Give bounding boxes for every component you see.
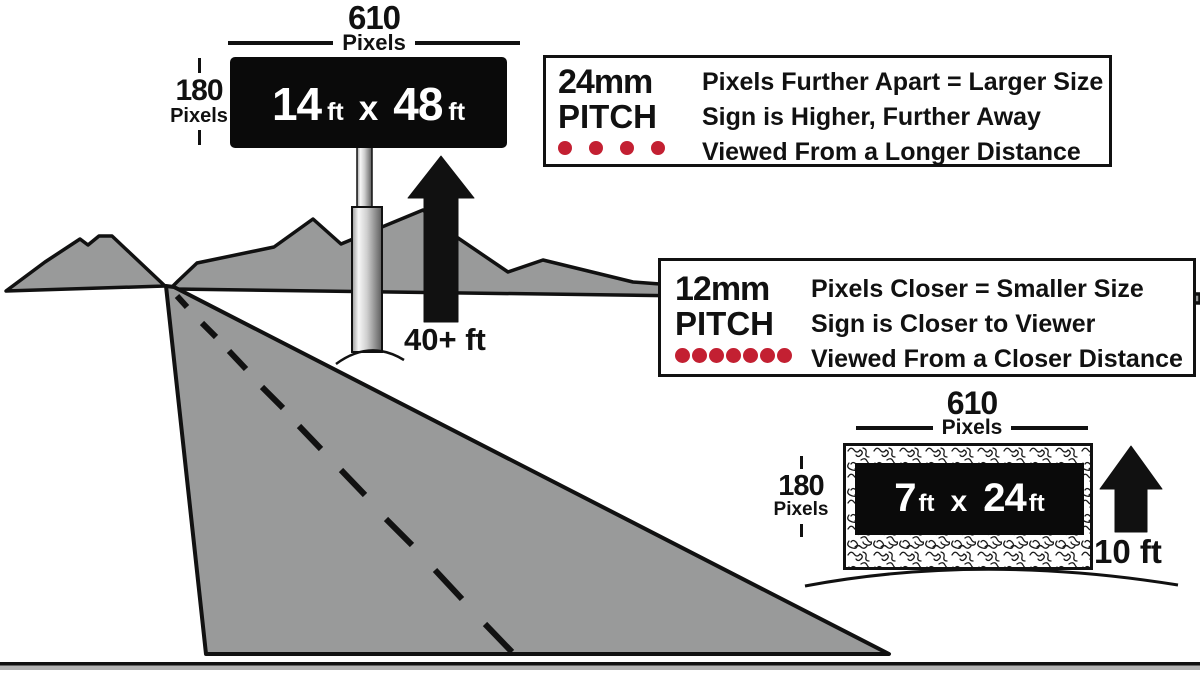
dimension-line-right [1011, 426, 1088, 430]
top-sign-height-dimension: 180 Pixels [168, 58, 230, 145]
dimension-tick-top [799, 456, 803, 469]
up-arrow-icon-short [1099, 445, 1163, 533]
sign-length-ft: 24 [983, 476, 1026, 520]
pitch-dot-icon [675, 348, 690, 363]
pitch-size-label: 24mm [558, 63, 653, 101]
dimension-tick-bottom [197, 130, 201, 145]
pitch-line: Sign is Closer to Viewer [811, 310, 1096, 338]
pitch-dots-spaced [558, 141, 682, 155]
billboard-pole-upper [356, 146, 373, 211]
pitch-word-label: PITCH [558, 98, 657, 135]
pitch-24mm-description: Pixels Further Apart = Larger Size Sign … [702, 65, 1103, 170]
sign-ft-unit-2: ft [448, 98, 466, 126]
height-pixels-value: 180 [778, 470, 824, 502]
up-arrow-icon-tall [407, 155, 475, 323]
sign-ft-unit-2: ft [1028, 490, 1045, 517]
pitch-line: Viewed From a Longer Distance [702, 138, 1081, 166]
pitch-line: Pixels Closer = Smaller Size [811, 275, 1144, 303]
pitch-dots-touching [675, 348, 794, 363]
bottom-sign-width-dimension: 610 Pixels [856, 385, 1088, 440]
sign-width-ft: 7 [894, 476, 916, 520]
pole-base-ground-curve [335, 349, 405, 366]
billboard-sign-face: 14 ft x 48 ft [230, 57, 507, 148]
small-billboard-sign-face: 7 ft x 24 ft [855, 463, 1084, 535]
road [164, 284, 891, 656]
pitch-dot-icon [726, 348, 741, 363]
bottom-ground-shade [0, 665, 1200, 670]
sign-ft-unit: ft [918, 490, 935, 517]
width-pixels-value: 610 [946, 385, 998, 421]
sign-ft-unit: ft [327, 98, 344, 126]
pitch-dot-icon [743, 348, 758, 363]
top-sign-width-dimension: 610 Pixels [228, 0, 521, 55]
pitch-line: Viewed From a Closer Distance [811, 345, 1183, 373]
sign-x-separator: x [950, 485, 968, 518]
height-pixels-unit: Pixels [773, 499, 829, 520]
pitch-dot-icon [692, 348, 707, 363]
textured-sign-frame: 7 ft x 24 ft [843, 443, 1093, 570]
pitch-box-24mm: 24mm PITCH Pixels Further Apart = Larger… [543, 55, 1112, 167]
dimension-line-left [228, 41, 334, 45]
height-pixels-value: 180 [175, 74, 223, 107]
pole-height-label: 40+ ft [404, 322, 486, 357]
pitch-dot-icon [760, 348, 775, 363]
pitch-dot-icon [777, 348, 792, 363]
dimension-line-right [414, 41, 521, 45]
sign-length-ft: 48 [393, 78, 443, 130]
left-mountain [4, 234, 167, 293]
billboard-pole-lower [351, 206, 383, 353]
road-center-dashed-line [174, 293, 515, 655]
bottom-ground-line [0, 662, 1200, 666]
bottom-sign-height-label: 10 ft [1094, 533, 1162, 570]
pitch-dot-icon [558, 141, 572, 155]
width-pixels-unit: Pixels [941, 416, 1003, 439]
dimension-line-left [856, 426, 933, 430]
pitch-line: Sign is Higher, Further Away [702, 103, 1041, 131]
bottom-sign-height-dimension: 180 Pixels [769, 456, 833, 537]
dimension-tick-top [197, 58, 201, 73]
pitch-dot-icon [620, 141, 634, 155]
pitch-word-label: PITCH [675, 305, 774, 342]
pitch-dot-icon [709, 348, 724, 363]
sign-width-ft: 14 [271, 78, 322, 130]
pitch-line: Pixels Further Apart = Larger Size [702, 68, 1104, 96]
width-pixels-value: 610 [347, 0, 401, 36]
width-pixels-unit: Pixels [342, 30, 406, 55]
bottom-sign-ground-curve [804, 567, 1179, 588]
pitch-box-12mm: 12mm PITCH Pixels Closer = Smaller Size … [658, 258, 1196, 377]
pitch-dot-icon [589, 141, 603, 155]
pitch-12mm-description: Pixels Closer = Smaller Size Sign is Clo… [811, 272, 1183, 377]
dimension-tick-bottom [799, 524, 803, 537]
pitch-dot-icon [651, 141, 665, 155]
sign-x-separator: x [358, 89, 379, 128]
pitch-12mm-title-block: 12mm PITCH [675, 272, 794, 363]
height-pixels-unit: Pixels [170, 105, 228, 127]
pitch-size-label: 12mm [675, 270, 770, 308]
pitch-24mm-title-block: 24mm PITCH [558, 65, 682, 155]
